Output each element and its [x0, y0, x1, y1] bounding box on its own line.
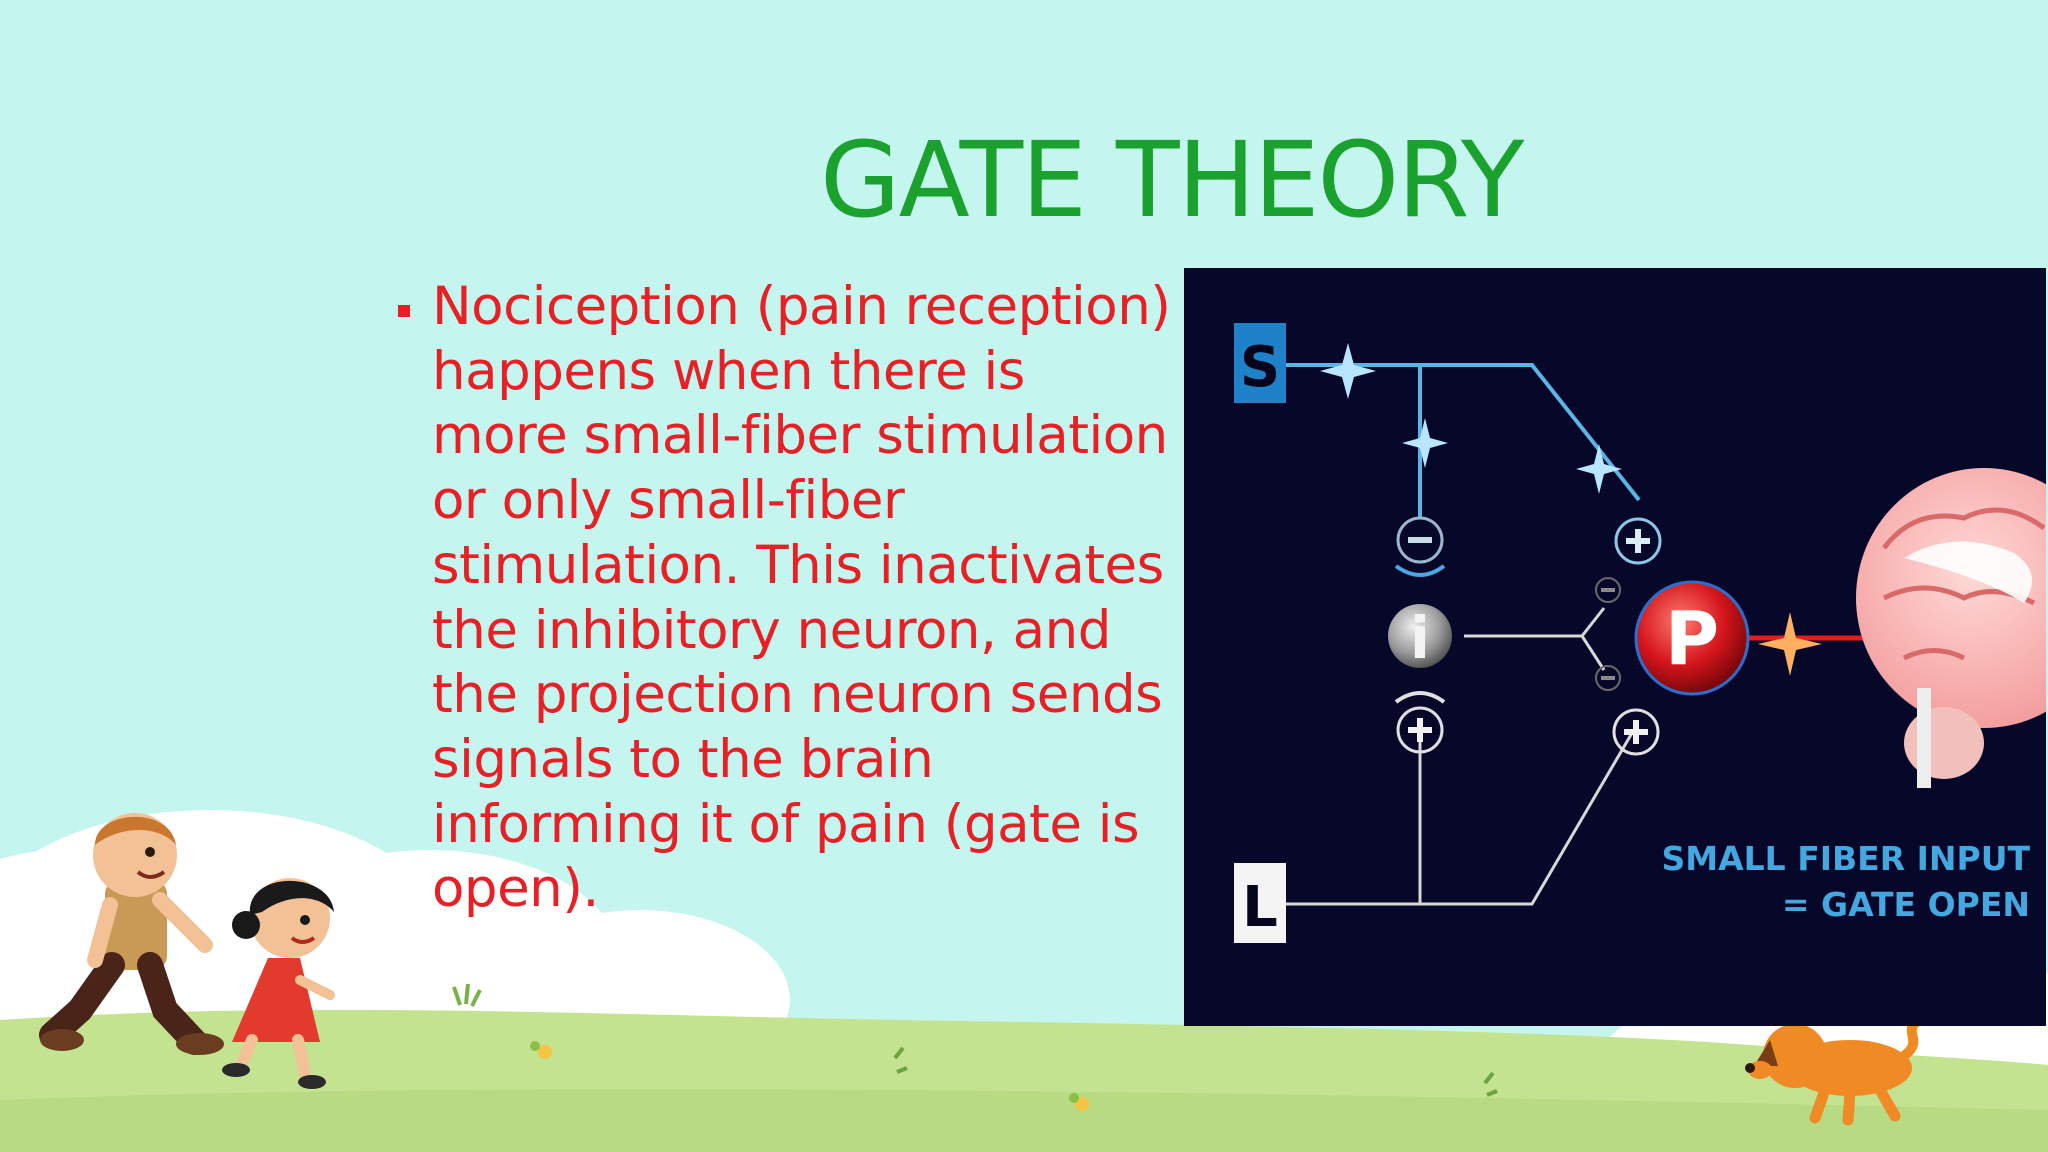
plus-icon [1394, 691, 1446, 754]
boy-illustration [39, 813, 224, 1055]
projection-neuron: P [1634, 580, 1750, 696]
small-fiber-box: S [1234, 323, 1286, 403]
box-s-label: S [1240, 335, 1280, 400]
minus-icon [1595, 577, 1621, 603]
girl-illustration [222, 878, 335, 1089]
minus-icon [1595, 665, 1621, 691]
bullet-text: Nociception (pain reception) happens whe… [432, 276, 1171, 920]
caption-line-1: SMALL FIBER INPUT [1662, 839, 2031, 878]
plus-icon [1614, 517, 1662, 565]
small-fiber-line [1286, 363, 1641, 518]
node-p-label: P [1665, 596, 1719, 682]
spark-icon [1320, 343, 1622, 494]
bullet-marker [398, 305, 410, 317]
spark-icon [1758, 612, 1822, 676]
flower-decoration [452, 983, 1498, 1111]
gate-theory-diagram: S L [1184, 268, 2046, 1026]
large-fiber-line [1286, 607, 1634, 906]
large-fiber-box: L [1234, 863, 1286, 943]
node-i-label: i [1410, 604, 1430, 672]
minus-icon [1394, 516, 1446, 577]
box-l-label: L [1242, 875, 1278, 940]
inhibitory-neuron: i [1388, 604, 1452, 672]
slide-title: GATE THEORY [820, 119, 1524, 241]
caption-line-2: = GATE OPEN [1782, 885, 2030, 924]
dog-illustration [1745, 1015, 1925, 1126]
plus-icon [1612, 708, 1660, 756]
brain-icon [1856, 468, 2046, 788]
